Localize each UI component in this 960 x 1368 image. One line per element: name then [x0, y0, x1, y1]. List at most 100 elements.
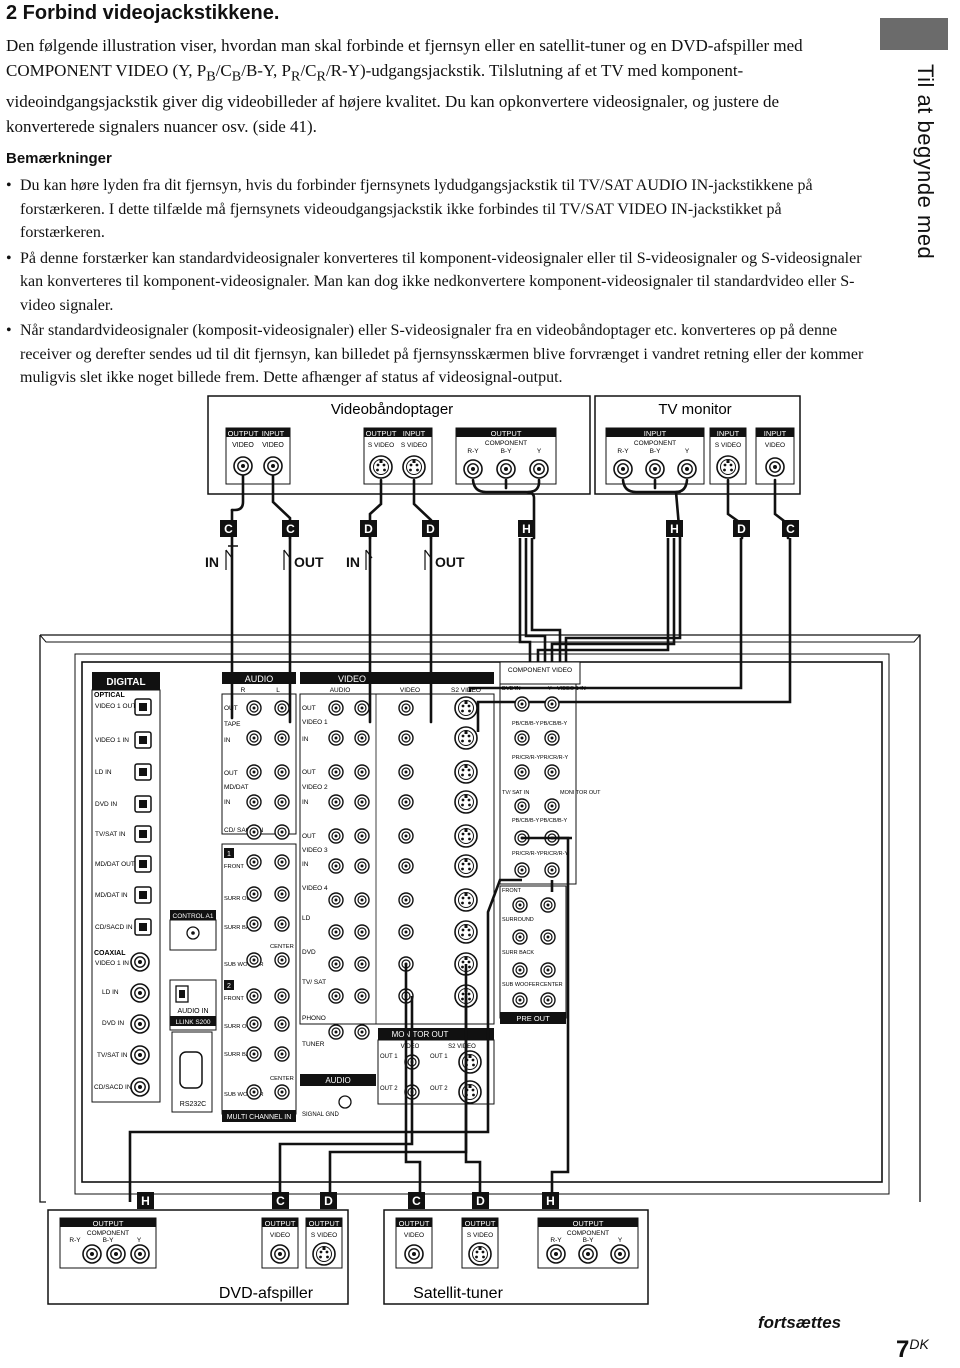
optical-jack[interactable]: [134, 698, 152, 716]
av-jack[interactable]: [354, 892, 370, 908]
preout-jack[interactable]: [540, 992, 556, 1008]
sat-comp-ry-jack[interactable]: [546, 1244, 566, 1264]
av-jack[interactable]: [354, 828, 370, 844]
mc-jack[interactable]: [274, 886, 290, 902]
audio-jack[interactable]: [274, 764, 290, 780]
audio-jack[interactable]: [274, 730, 290, 746]
mc-jack[interactable]: [274, 854, 290, 870]
preout-jack[interactable]: [512, 992, 528, 1008]
svideo-jack[interactable]: [454, 790, 478, 814]
vcr-video-out-jack[interactable]: [233, 456, 253, 476]
preout-jack[interactable]: [540, 929, 556, 945]
av-jack[interactable]: [328, 892, 344, 908]
video-jack[interactable]: [398, 892, 414, 908]
optical-jack[interactable]: [134, 825, 152, 843]
av-jack[interactable]: [328, 828, 344, 844]
av-jack[interactable]: [328, 988, 344, 1004]
mc-jack[interactable]: [274, 1084, 290, 1100]
dvd-video-jack[interactable]: [270, 1244, 290, 1264]
preout-jack[interactable]: [512, 897, 528, 913]
sat-comp-by-jack[interactable]: [578, 1244, 598, 1264]
mc-jack[interactable]: [246, 1084, 262, 1100]
dvd-comp-by-jack[interactable]: [106, 1244, 126, 1264]
audio-jack[interactable]: [246, 824, 262, 840]
optical-jack[interactable]: [134, 855, 152, 873]
mc-jack[interactable]: [246, 988, 262, 1004]
coaxial-jack[interactable]: [130, 952, 150, 972]
av-jack[interactable]: [354, 956, 370, 972]
mc-jack[interactable]: [246, 1046, 262, 1062]
preout-jack[interactable]: [540, 897, 556, 913]
av-jack[interactable]: [328, 924, 344, 940]
vcr-svideo-in-jack[interactable]: [402, 455, 426, 479]
svideo-jack[interactable]: [454, 760, 478, 784]
sat-svideo-jack[interactable]: [468, 1242, 492, 1266]
mc-jack[interactable]: [246, 886, 262, 902]
audio-jack[interactable]: [274, 794, 290, 810]
av-jack[interactable]: [354, 794, 370, 810]
av-jack[interactable]: [328, 956, 344, 972]
monitor-svideo-out2-jack[interactable]: [458, 1080, 482, 1104]
vcr-comp-by-jack[interactable]: [496, 459, 516, 479]
preout-jack[interactable]: [512, 962, 528, 978]
component-jack[interactable]: [544, 764, 560, 780]
av-jack[interactable]: [354, 700, 370, 716]
av-jack[interactable]: [354, 858, 370, 874]
mc-jack[interactable]: [246, 1016, 262, 1032]
dvd-comp-ry-jack[interactable]: [82, 1244, 102, 1264]
mc-jack[interactable]: [246, 854, 262, 870]
svideo-jack[interactable]: [454, 824, 478, 848]
audio-jack[interactable]: [246, 700, 262, 716]
dvd-comp-y-jack[interactable]: [130, 1244, 150, 1264]
optical-jack[interactable]: [134, 918, 152, 936]
component-jack[interactable]: [544, 798, 560, 814]
vcr-svideo-out-jack[interactable]: [369, 455, 393, 479]
av-jack[interactable]: [328, 794, 344, 810]
svideo-jack[interactable]: [454, 854, 478, 878]
av-jack[interactable]: [354, 988, 370, 1004]
optical-jack[interactable]: [134, 795, 152, 813]
component-jack[interactable]: [514, 862, 530, 878]
sat-comp-y-jack[interactable]: [610, 1244, 630, 1264]
audio-jack[interactable]: [274, 824, 290, 840]
component-jack[interactable]: [514, 764, 530, 780]
mc-jack[interactable]: [274, 916, 290, 932]
av-jack[interactable]: [328, 730, 344, 746]
audio-jack[interactable]: [246, 730, 262, 746]
component-jack[interactable]: [544, 862, 560, 878]
component-jack[interactable]: [514, 730, 530, 746]
video-jack[interactable]: [398, 924, 414, 940]
coaxial-jack[interactable]: [130, 1014, 150, 1034]
mc-jack[interactable]: [274, 952, 290, 968]
av-jack[interactable]: [328, 700, 344, 716]
mc-jack[interactable]: [246, 916, 262, 932]
video-jack[interactable]: [398, 764, 414, 780]
optical-jack[interactable]: [134, 731, 152, 749]
component-jack[interactable]: [544, 730, 560, 746]
preout-jack[interactable]: [540, 962, 556, 978]
dvd-svideo-jack[interactable]: [312, 1242, 336, 1266]
video-jack[interactable]: [398, 700, 414, 716]
tv-comp-y-jack[interactable]: [677, 459, 697, 479]
svideo-jack[interactable]: [454, 920, 478, 944]
coaxial-jack[interactable]: [130, 1077, 150, 1097]
audio-jack[interactable]: [246, 764, 262, 780]
audio-jack[interactable]: [246, 794, 262, 810]
coaxial-jack[interactable]: [130, 983, 150, 1003]
tv-comp-by-jack[interactable]: [645, 459, 665, 479]
component-jack[interactable]: [544, 696, 560, 712]
vcr-video-in-jack[interactable]: [263, 456, 283, 476]
preout-jack[interactable]: [512, 929, 528, 945]
vcr-comp-ry-jack[interactable]: [463, 459, 483, 479]
video-jack[interactable]: [398, 730, 414, 746]
av-jack[interactable]: [354, 1024, 370, 1040]
mc-jack[interactable]: [246, 952, 262, 968]
vcr-comp-y-jack[interactable]: [529, 459, 549, 479]
mc-jack[interactable]: [274, 988, 290, 1004]
av-jack[interactable]: [354, 730, 370, 746]
av-jack[interactable]: [354, 764, 370, 780]
component-jack[interactable]: [514, 798, 530, 814]
mc-jack[interactable]: [274, 1016, 290, 1032]
av-jack[interactable]: [328, 764, 344, 780]
av-jack[interactable]: [354, 924, 370, 940]
